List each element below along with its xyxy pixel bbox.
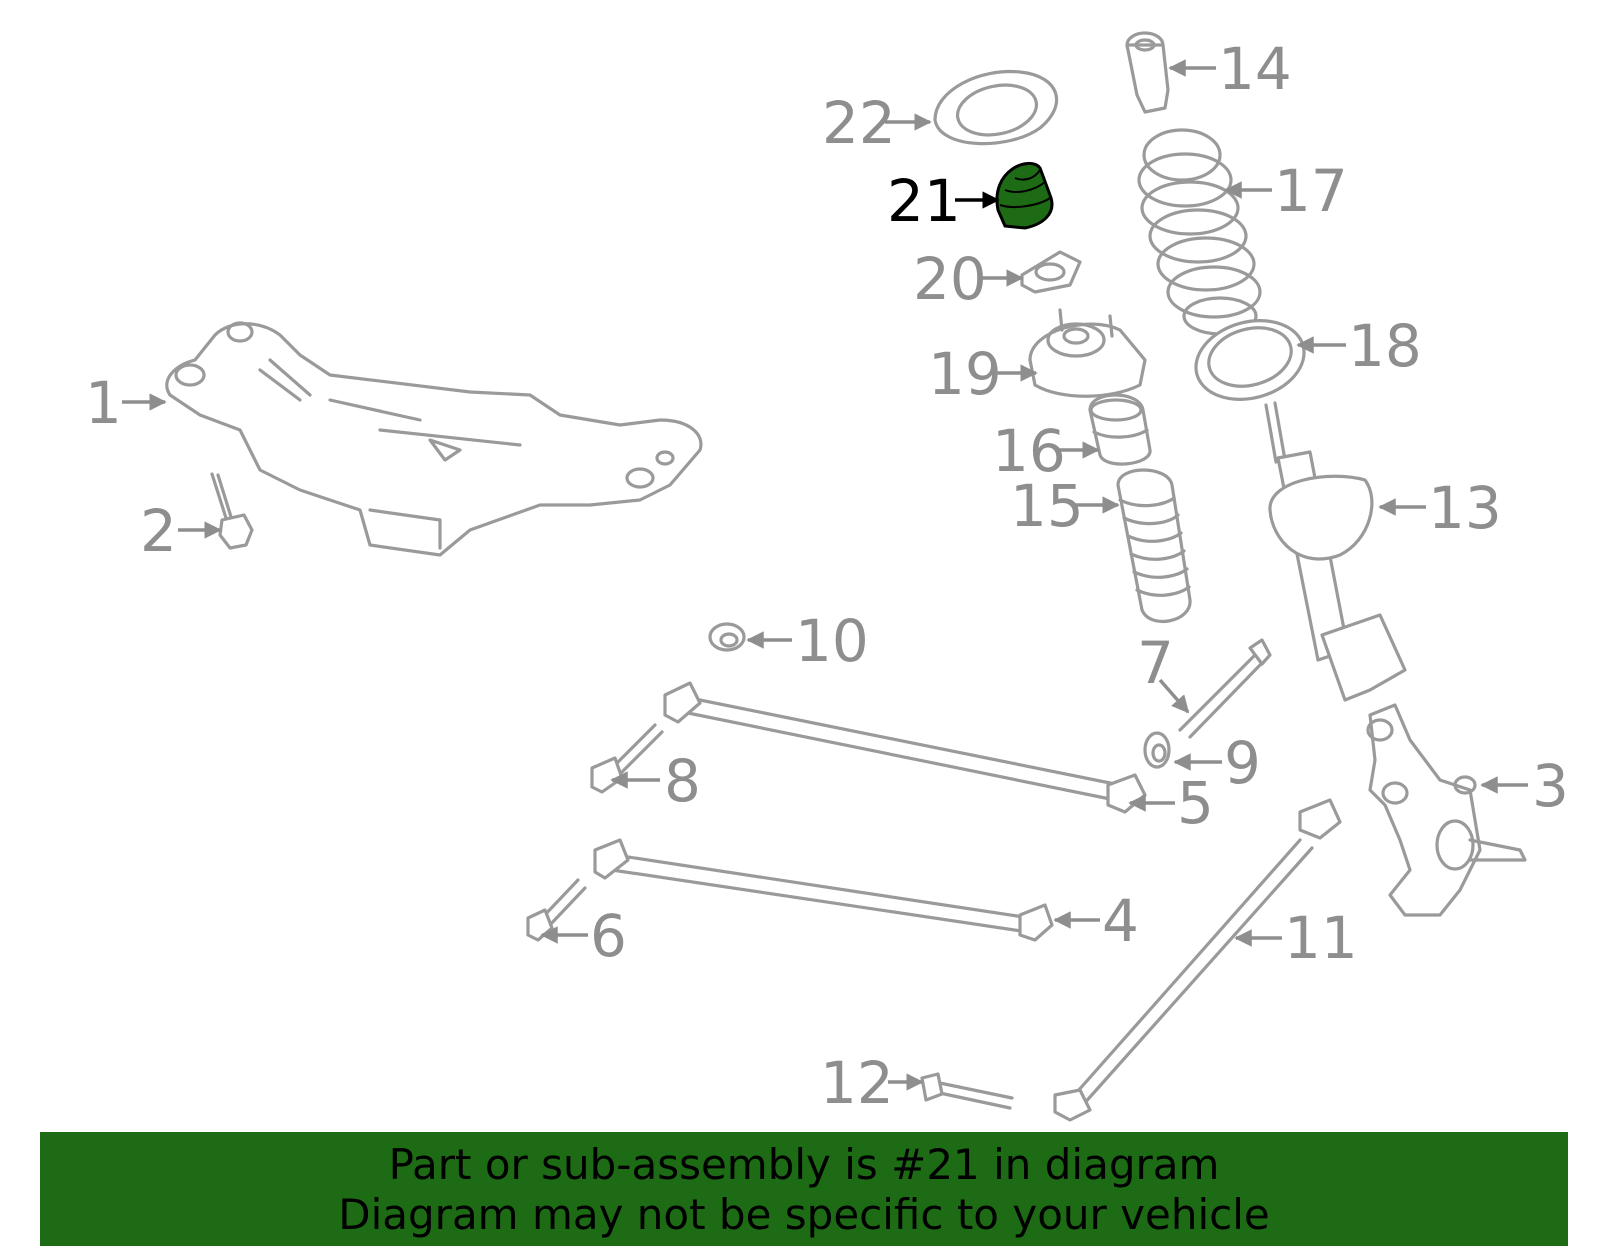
part-15-boot[interactable] (1116, 468, 1192, 624)
part-21-insulator[interactable] (995, 162, 1054, 230)
part-7-bolt[interactable] (1178, 638, 1272, 739)
part-4-lower-link[interactable] (593, 838, 1054, 942)
callout-19: 19 (928, 340, 1002, 408)
callout-9: 9 (1224, 729, 1261, 797)
callout-5: 5 (1177, 769, 1214, 837)
part-8-bolt[interactable] (590, 723, 664, 794)
part-3-knuckle[interactable] (1366, 703, 1527, 917)
callout-12: 12 (820, 1049, 894, 1117)
callout-11: 11 (1284, 904, 1358, 972)
callout-20: 20 (913, 245, 987, 313)
callout-8: 8 (664, 747, 701, 815)
callout-1: 1 (85, 369, 122, 437)
part-12-bolt[interactable] (920, 1072, 1014, 1110)
part-9-washer[interactable] (1143, 731, 1171, 769)
callout-7: 7 (1137, 629, 1174, 697)
callout-15: 15 (1010, 472, 1084, 540)
part-17-spring[interactable] (1137, 128, 1262, 336)
callout-labels: 1 2 3 4 5 6 7 8 9 10 11 12 13 14 15 16 1… (85, 35, 1569, 1117)
part-5-upper-link[interactable] (663, 681, 1147, 814)
part-19-strut-mount[interactable] (1028, 308, 1147, 398)
callout-13: 13 (1428, 474, 1502, 542)
part-18-spring-seat[interactable] (1187, 309, 1313, 411)
callout-10: 10 (795, 607, 869, 675)
callout-6: 6 (590, 902, 627, 970)
part-22-upper-plate[interactable] (933, 69, 1059, 146)
part-16-bumper[interactable] (1088, 393, 1152, 466)
part-10-washer[interactable] (708, 622, 746, 652)
part-2-bolt[interactable] (210, 472, 254, 550)
banner-line-1: Part or sub-assembly is #21 in diagram (388, 1140, 1220, 1189)
callout-2: 2 (140, 497, 177, 565)
info-banner: Part or sub-assembly is #21 in diagram D… (40, 1132, 1568, 1246)
callout-16: 16 (992, 417, 1066, 485)
part-11-trailing-arm[interactable] (1053, 798, 1342, 1122)
callout-leaders (122, 59, 1528, 1091)
callout-17: 17 (1274, 157, 1348, 225)
callout-18: 18 (1348, 312, 1422, 380)
callout-4: 4 (1102, 887, 1139, 955)
callout-14: 14 (1218, 35, 1292, 103)
callout-22: 22 (822, 89, 896, 157)
part-20-nut[interactable] (1020, 250, 1082, 294)
callout-3: 3 (1532, 752, 1569, 820)
callout-21-highlighted: 21 (887, 167, 961, 235)
part-1-crossmember[interactable] (165, 321, 703, 557)
part-6-bolt[interactable] (526, 878, 587, 942)
part-13-strut[interactable] (1264, 401, 1407, 702)
part-14-bump-cap[interactable] (1125, 31, 1170, 114)
banner-line-2: Diagram may not be specific to your vehi… (338, 1190, 1270, 1239)
